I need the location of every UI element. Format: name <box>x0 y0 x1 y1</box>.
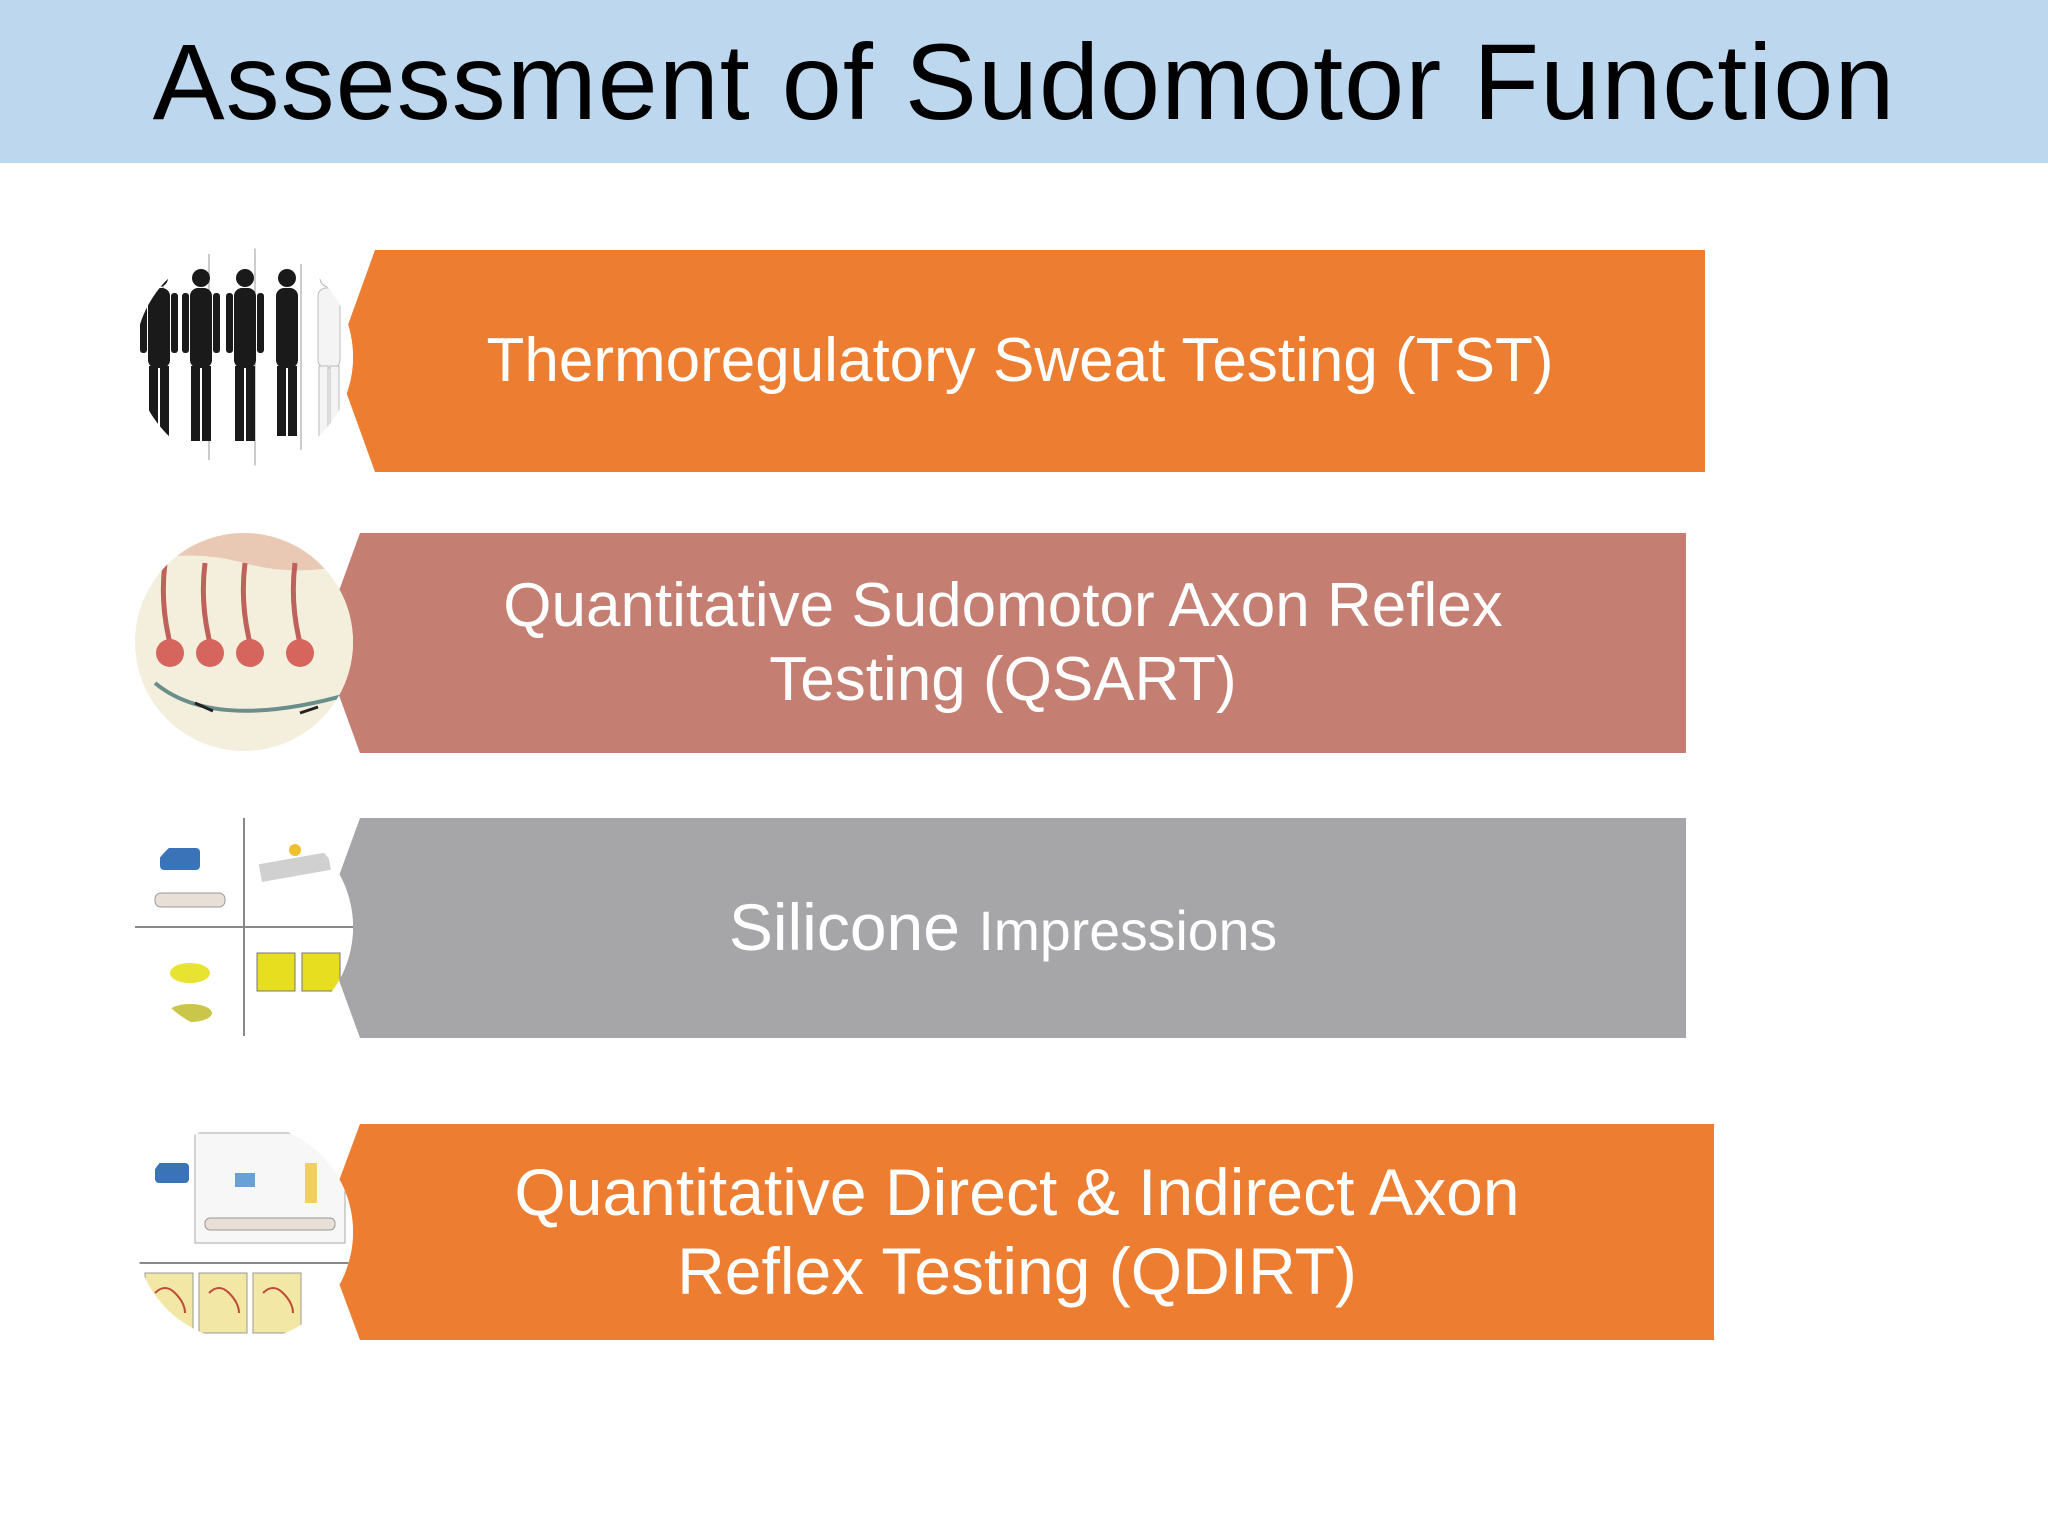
silicone-impression-icon <box>135 818 353 1036</box>
item-qsart-band: Quantitative Sudomotor Axon Reflex Testi… <box>320 533 1686 753</box>
sweat-gland-diagram-thumbnail <box>135 533 353 751</box>
item-qdirt-line2: Reflex Testing (QDIRT) <box>677 1234 1357 1308</box>
item-qdirt-line1: Quantitative Direct & Indirect Axon <box>514 1154 1520 1229</box>
item-tst-label: Thermoregulatory Sweat Testing (TST) <box>486 325 1554 395</box>
sweat-gland-icon <box>135 533 353 751</box>
item-qsart-line1: Quantitative Sudomotor Axon Reflex <box>503 570 1503 640</box>
item-silicone-label-main: Silicone <box>728 890 960 965</box>
qdirt-diagram-thumbnail <box>135 1123 353 1341</box>
slide-title: Assessment of Sudomotor Function <box>152 21 1896 142</box>
title-bar <box>0 0 2048 163</box>
silicone-impression-thumbnail <box>135 818 353 1036</box>
item-tst-band: Thermoregulatory Sweat Testing (TST) <box>335 250 1705 472</box>
item-silicone-band: Silicone Impressions <box>320 818 1686 1038</box>
body-sweat-map-thumbnail <box>135 248 353 466</box>
qdirt-diagram-icon <box>135 1123 353 1341</box>
item-silicone-label-sub: Impressions <box>978 900 1278 963</box>
item-qsart-line2: Testing (QSART) <box>769 645 1237 714</box>
item-qdirt-band: Quantitative Direct & Indirect Axon Refl… <box>320 1124 1714 1340</box>
body-sweat-map-icon <box>135 248 353 466</box>
